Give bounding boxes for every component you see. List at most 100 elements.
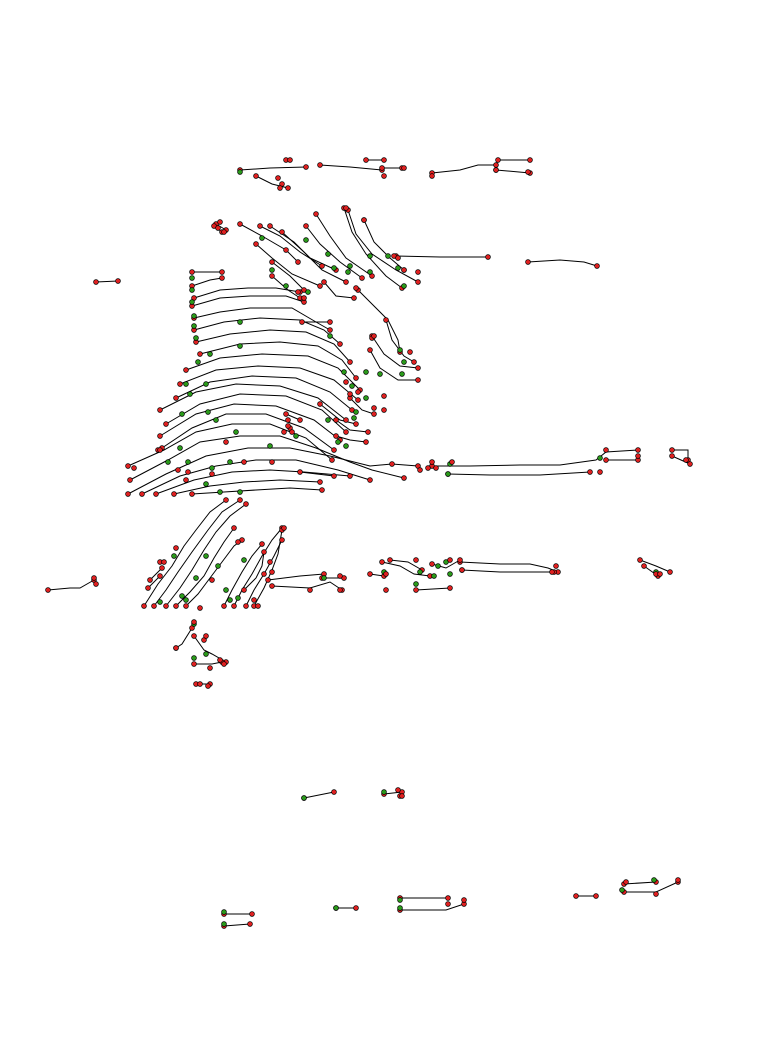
endpoint-node bbox=[301, 295, 307, 301]
endpoint-node bbox=[415, 279, 421, 285]
endpoint-node bbox=[447, 557, 453, 563]
endpoint-node bbox=[343, 279, 349, 285]
endpoint-node bbox=[141, 603, 147, 609]
endpoint-node bbox=[241, 587, 247, 593]
junction-node bbox=[203, 481, 209, 487]
junction-node bbox=[237, 343, 243, 349]
endpoint-node bbox=[603, 447, 609, 453]
endpoint-node bbox=[395, 255, 401, 261]
trace-line bbox=[233, 527, 283, 607]
endpoint-node bbox=[493, 167, 499, 173]
endpoint-node bbox=[329, 457, 335, 463]
endpoint-node bbox=[295, 259, 301, 265]
endpoint-node bbox=[223, 497, 229, 503]
trace-line bbox=[175, 527, 235, 607]
endpoint-node bbox=[177, 381, 183, 387]
junction-node bbox=[237, 169, 243, 175]
junction-node bbox=[227, 459, 233, 465]
endpoint-node bbox=[249, 911, 255, 917]
endpoint-node bbox=[255, 603, 261, 609]
junction-node bbox=[397, 905, 403, 911]
trace-line bbox=[319, 164, 383, 171]
endpoint-node bbox=[265, 577, 271, 583]
trace-line bbox=[347, 209, 419, 283]
endpoint-node bbox=[653, 891, 659, 897]
endpoint-node bbox=[317, 162, 323, 168]
endpoint-node bbox=[159, 565, 165, 571]
endpoint-node bbox=[275, 175, 281, 181]
endpoint-node bbox=[327, 319, 333, 325]
junction-node bbox=[351, 415, 357, 421]
endpoint-node bbox=[45, 587, 51, 593]
endpoint-node bbox=[157, 447, 163, 453]
trace-line bbox=[527, 259, 598, 267]
endpoint-node bbox=[219, 275, 225, 281]
trace-line bbox=[461, 569, 554, 573]
endpoint-node bbox=[203, 633, 209, 639]
junction-node bbox=[333, 905, 339, 911]
endpoint-node bbox=[307, 587, 313, 593]
endpoint-node bbox=[635, 447, 641, 453]
endpoint-node bbox=[269, 583, 275, 589]
junction-node bbox=[193, 335, 199, 341]
endpoint-node bbox=[367, 347, 373, 353]
junction-node bbox=[185, 459, 191, 465]
endpoint-node bbox=[253, 173, 259, 179]
endpoint-node bbox=[269, 273, 275, 279]
trace-line bbox=[191, 277, 223, 287]
trace-line bbox=[381, 561, 431, 577]
junction-node bbox=[259, 235, 265, 241]
trace-line bbox=[223, 543, 263, 607]
trace-lines bbox=[47, 159, 691, 927]
junction-node bbox=[183, 597, 189, 603]
trace-line bbox=[165, 503, 247, 607]
endpoint-node bbox=[125, 491, 131, 497]
endpoint-node bbox=[267, 559, 273, 565]
endpoint-node bbox=[411, 359, 417, 365]
junction-node bbox=[349, 383, 355, 389]
endpoint-node bbox=[287, 157, 293, 163]
junction-node bbox=[183, 381, 189, 387]
endpoint-node bbox=[317, 283, 323, 289]
trace-line bbox=[193, 287, 301, 299]
junction-node bbox=[325, 251, 331, 257]
endpoint-node bbox=[371, 333, 377, 339]
endpoint-node bbox=[383, 587, 389, 593]
endpoint-node bbox=[279, 537, 285, 543]
endpoint-node bbox=[209, 577, 215, 583]
trace-line bbox=[271, 261, 305, 291]
junction-node bbox=[191, 655, 197, 661]
junction-node bbox=[203, 553, 209, 559]
endpoint-node bbox=[371, 405, 377, 411]
junction-node bbox=[651, 877, 657, 883]
trace-nodes bbox=[45, 157, 693, 929]
endpoint-node bbox=[337, 341, 343, 347]
trace-line bbox=[149, 567, 163, 581]
junction-node bbox=[367, 253, 373, 259]
endpoint-node bbox=[573, 893, 579, 899]
junction-node bbox=[335, 439, 341, 445]
junction-node bbox=[397, 347, 403, 353]
endpoint-node bbox=[401, 267, 407, 273]
junction-node bbox=[189, 287, 195, 293]
endpoint-node bbox=[331, 789, 337, 795]
endpoint-node bbox=[371, 411, 377, 417]
endpoint-node bbox=[461, 897, 467, 903]
endpoint-node bbox=[347, 391, 353, 397]
endpoint-node bbox=[285, 417, 291, 423]
endpoint-node bbox=[173, 603, 179, 609]
trace-line bbox=[271, 275, 301, 299]
trace-line bbox=[343, 207, 403, 289]
trace-line bbox=[389, 559, 423, 571]
trace-line bbox=[363, 219, 405, 271]
trace-line bbox=[623, 881, 657, 885]
endpoint-node bbox=[415, 269, 421, 275]
endpoint-node bbox=[269, 569, 275, 575]
endpoint-node bbox=[253, 241, 259, 247]
trace-line bbox=[165, 393, 347, 433]
trace-line bbox=[159, 403, 341, 441]
endpoint-node bbox=[347, 473, 353, 479]
endpoint-node bbox=[687, 461, 693, 467]
endpoint-node bbox=[285, 423, 291, 429]
junction-node bbox=[203, 651, 209, 657]
